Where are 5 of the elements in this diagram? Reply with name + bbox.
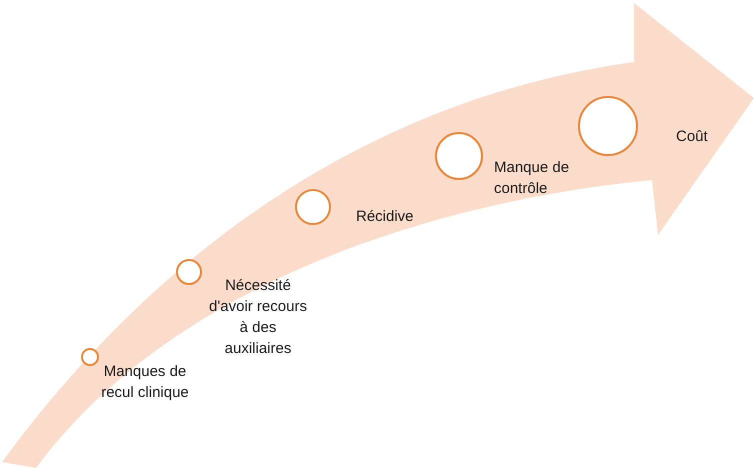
step-label: Manque de contrôle — [494, 158, 570, 199]
step-label: Récidive — [356, 207, 415, 227]
step-label: Manques de recul clinique — [100, 362, 190, 403]
step-label: Coût — [676, 127, 709, 147]
step-label: Nécessité d'avoir recours à des auxiliaires — [208, 276, 308, 359]
